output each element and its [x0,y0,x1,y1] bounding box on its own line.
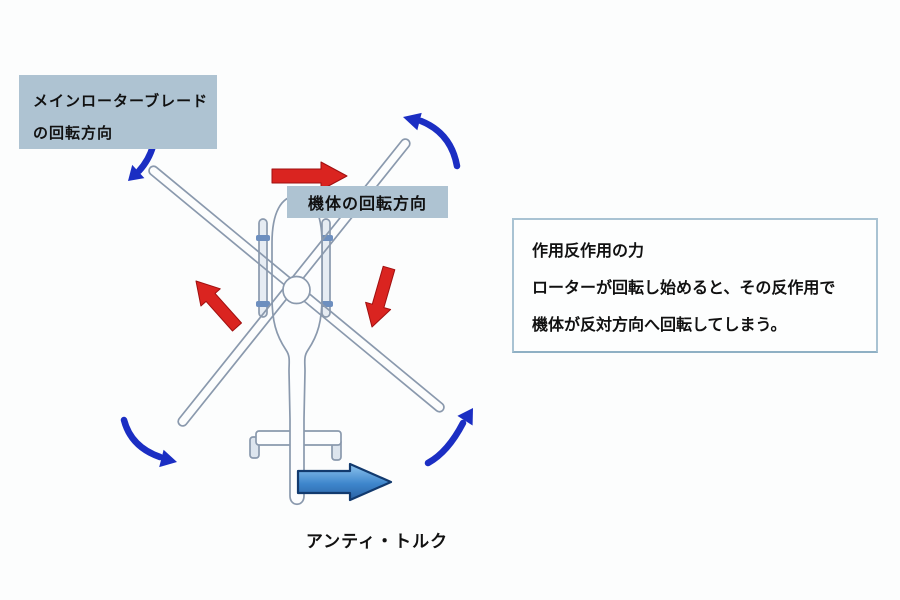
info-box-line2: ローターが回転し始めると、その反作用で [532,278,836,297]
body-rotation-arrows [195,161,396,332]
arrowhead-top-left [128,164,145,181]
info-box-line1: 作用反作用の力 [532,241,645,260]
anti-torque-arrow [296,462,393,502]
body-rotation-arrow-right [365,265,396,328]
blade-rotation-arrow-top-right [417,117,461,170]
main-rotor-label-line1: メインローターブレード [33,92,209,110]
blade-rotation-arrow-bottom-left [120,416,164,461]
anti-torque-caption: アンティ・トルク [305,532,449,552]
body-rotation-direction-label: 機体の回転方向 [287,186,448,218]
blade-rotation-arrowheads [128,112,473,468]
body-rotation-arrow-left [195,280,242,332]
arrowhead-top-right [403,112,422,131]
main-rotor-direction-label: メインローターブレード の回転方向 [19,75,217,149]
helicopter-outline-group [148,138,445,506]
arrowhead-bottom-right [457,408,473,426]
main-rotor-label-line2: の回転方向 [33,124,114,142]
action-reaction-info-box: 作用反作用の力 ローターが回転し始めると、その反作用で 機体が反対方向へ回転して… [512,218,878,353]
arrowhead-bottom-left [159,449,177,468]
rotor-hub [282,275,311,305]
body-rotation-arrow-top [271,161,348,191]
fuselage [271,195,323,506]
info-box-line3: 機体が反対方向へ回転してしまう。 [532,315,787,334]
blade-rotation-arrow-bottom-right [424,419,467,467]
body-rotation-label-text: 機体の回転方向 [307,194,427,213]
